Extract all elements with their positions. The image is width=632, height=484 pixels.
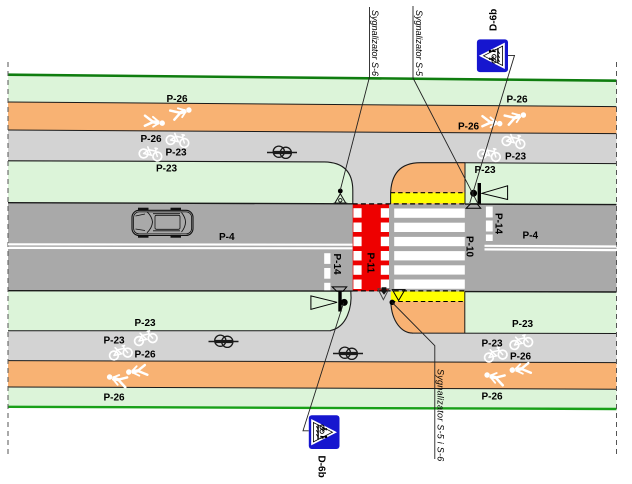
svg-text:P-23: P-23	[104, 336, 126, 347]
svg-text:P-23: P-23	[135, 318, 157, 329]
svg-text:P-26: P-26	[482, 392, 504, 403]
svg-text:P-10: P-10	[464, 236, 475, 258]
svg-text:P-23: P-23	[156, 164, 178, 175]
svg-text:P-23: P-23	[505, 152, 527, 163]
svg-text:P-14: P-14	[493, 213, 504, 235]
svg-text:P-23: P-23	[512, 319, 534, 330]
svg-text:P-26: P-26	[135, 350, 157, 361]
svg-text:Sygnalizator S-6: Sygnalizator S-6	[370, 10, 380, 76]
svg-text:P-4: P-4	[523, 231, 539, 242]
svg-text:P-23: P-23	[475, 165, 497, 176]
svg-text:P-14: P-14	[331, 254, 342, 276]
svg-text:Sygnalizator S-5 i S-6: Sygnalizator S-5 i S-6	[436, 369, 446, 462]
svg-text:P-23: P-23	[166, 148, 188, 159]
svg-text:P-26: P-26	[507, 95, 529, 106]
svg-text:P-23: P-23	[482, 339, 504, 350]
svg-text:P-26: P-26	[458, 122, 480, 133]
svg-text:P-4: P-4	[219, 232, 235, 243]
svg-text:P-26: P-26	[141, 134, 163, 145]
svg-text:Sygnalizator S-5: Sygnalizator S-5	[414, 10, 424, 77]
svg-text:D-6b: D-6b	[489, 9, 500, 31]
svg-text:D-6b: D-6b	[316, 456, 327, 478]
svg-text:P-26: P-26	[104, 393, 126, 404]
svg-text:P-11: P-11	[365, 253, 376, 274]
svg-text:P-26: P-26	[167, 94, 189, 105]
svg-text:P-26: P-26	[510, 352, 532, 363]
